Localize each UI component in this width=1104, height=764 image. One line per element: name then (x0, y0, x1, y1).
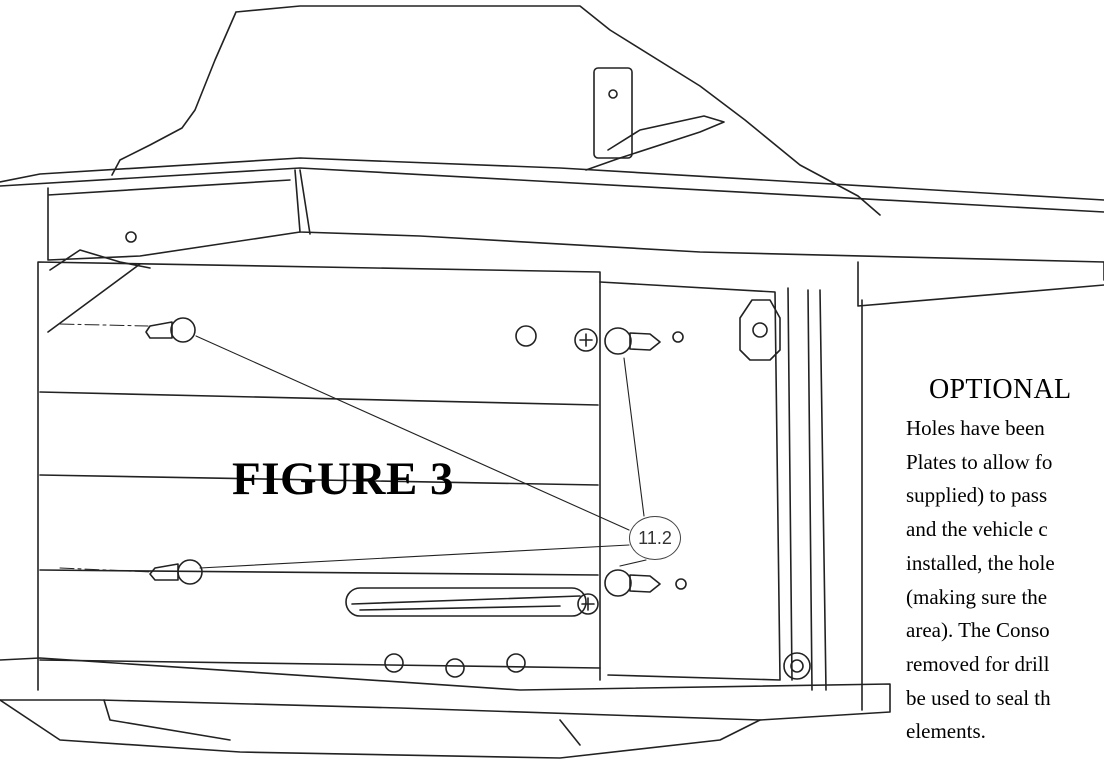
hole (125, 231, 137, 243)
top-rail (0, 157, 1104, 213)
hole (675, 578, 687, 590)
note-line: Plates to allow fo (906, 449, 1053, 474)
note-title: OPTIONAL (929, 374, 1072, 405)
screw-head (574, 328, 598, 352)
screw-head (604, 327, 632, 355)
hole (445, 658, 465, 678)
left-bracket (47, 179, 301, 261)
callout-bubble: 11.2 (629, 516, 681, 560)
hole (672, 331, 684, 343)
hole (790, 659, 804, 673)
bottom-channel (0, 657, 891, 721)
screw-shank (145, 321, 173, 339)
screw-head (604, 569, 632, 597)
note-line: area). The Conso (906, 618, 1050, 643)
key (593, 67, 633, 159)
screw-head (170, 317, 196, 343)
note-line: supplied) to pass (906, 483, 1048, 508)
hole (515, 325, 537, 347)
hole (384, 653, 404, 673)
right-panel (599, 281, 781, 681)
note-line: installed, the hole (906, 550, 1055, 575)
hole (506, 653, 526, 673)
note-line: and the vehicle c (906, 517, 1048, 542)
center-panel (37, 261, 601, 691)
console-slot (345, 587, 587, 617)
note-line: removed for drill (906, 651, 1050, 676)
optional-note: OPTIONAL Holes have been Plates to allow… (906, 374, 1104, 749)
hole (783, 652, 811, 680)
screw-head (577, 593, 599, 615)
note-line: be used to seal th (906, 685, 1051, 710)
note-line: (making sure the (906, 584, 1048, 609)
top-rail-front (294, 169, 1104, 263)
right-plate (857, 261, 1104, 307)
note-line: elements. (906, 719, 986, 744)
bottom-body (0, 699, 761, 759)
console-housing-outline (111, 5, 881, 216)
leader-line (195, 335, 647, 569)
tab (739, 299, 781, 361)
figure-label: FIGURE 3 (232, 453, 455, 505)
note-line: Holes have been (906, 416, 1045, 440)
